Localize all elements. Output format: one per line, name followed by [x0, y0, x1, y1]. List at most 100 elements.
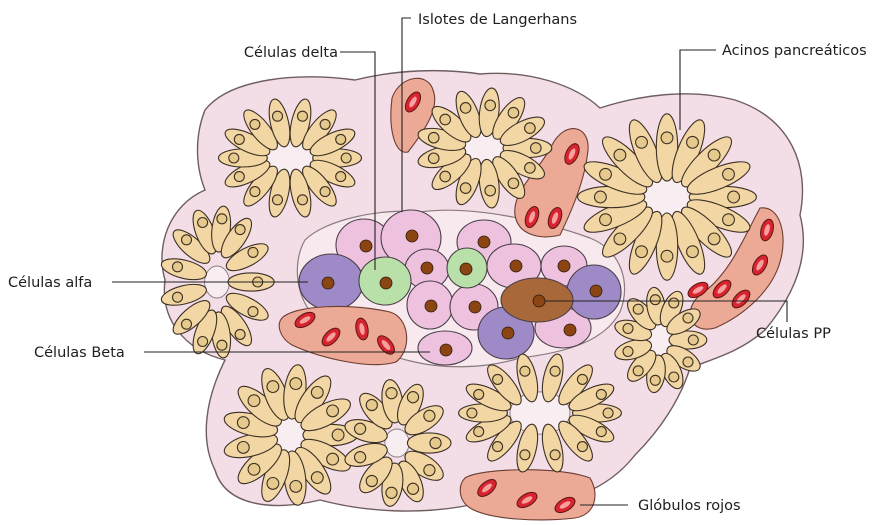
acinar-nucleus: [460, 103, 471, 114]
acinar-nucleus: [336, 134, 346, 144]
acinar-nucleus: [327, 453, 339, 465]
acinar-nucleus: [267, 478, 279, 490]
acinar-nucleus: [723, 214, 735, 226]
acinar-nucleus: [623, 324, 633, 334]
acinar-nucleus: [237, 417, 249, 429]
label-rbc: Glóbulos rojos: [638, 498, 741, 514]
acinar-nucleus: [298, 195, 308, 205]
acinar-nucleus: [661, 132, 673, 144]
acinar-nucleus: [596, 389, 606, 399]
label-delta: Células delta: [244, 45, 338, 61]
acinar-nucleus: [386, 388, 397, 399]
acinar-nucleus: [550, 450, 560, 460]
acinar-nucleus: [290, 481, 302, 493]
acinar-nucleus: [320, 119, 330, 129]
acinar-nucleus: [250, 119, 260, 129]
acinar-nucleus: [273, 195, 283, 205]
acinar-nucleus: [407, 392, 418, 403]
acinar-nucleus: [467, 408, 477, 418]
acinar-nucleus: [355, 423, 366, 434]
acinar-nucleus: [248, 463, 260, 475]
acinar-nucleus: [577, 442, 587, 452]
acinar-nucleus: [298, 111, 308, 121]
acinar-nucleus: [525, 163, 536, 174]
acinar-nucleus: [493, 442, 503, 452]
acinar-nucleus: [440, 114, 451, 125]
acinar-nucleus: [683, 357, 693, 367]
acinar-nucleus: [669, 298, 679, 308]
acinar-nucleus: [460, 183, 471, 194]
acinar-nucleus: [355, 452, 366, 463]
acinar-nucleus: [688, 335, 698, 345]
acinar-nucleus: [424, 465, 435, 476]
acinar-nucleus: [407, 483, 418, 494]
acinar-nucleus: [267, 381, 279, 393]
acinar-nucleus: [217, 340, 227, 350]
acinar-nucleus: [723, 168, 735, 180]
acinar-nucleus: [485, 185, 496, 196]
acinus-lumen: [385, 429, 409, 457]
acinar-cell: [407, 433, 451, 453]
label-alpha: Células alfa: [8, 275, 92, 291]
acinar-nucleus: [234, 172, 244, 182]
pp-cell: [501, 278, 573, 322]
acinar-nucleus: [600, 168, 612, 180]
acinar-nucleus: [595, 191, 607, 203]
acinar-nucleus: [217, 214, 227, 224]
label-acini: Acinos pancreáticos: [722, 43, 867, 59]
acinar-nucleus: [248, 307, 258, 317]
acinar-nucleus: [428, 153, 439, 164]
acinar-nucleus: [440, 171, 451, 182]
acinar-nucleus: [237, 442, 249, 454]
acinar-nucleus: [708, 233, 720, 245]
acinar-nucleus: [577, 374, 587, 384]
acinar-nucleus: [550, 366, 560, 376]
acinar-nucleus: [614, 149, 626, 161]
acinar-nucleus: [341, 153, 351, 163]
acinar-nucleus: [687, 136, 699, 148]
acinar-nucleus: [531, 143, 542, 154]
acinar-nucleus: [229, 153, 239, 163]
acinar-nucleus: [366, 475, 377, 486]
acinar-nucleus: [650, 295, 660, 305]
acinar-nucleus: [493, 374, 503, 384]
acinar-nucleus: [708, 149, 720, 161]
acinar-nucleus: [386, 487, 397, 498]
acinar-nucleus: [424, 410, 435, 421]
acinar-nucleus: [198, 218, 208, 228]
acinar-nucleus: [603, 408, 613, 418]
label-beta: Células Beta: [34, 345, 125, 361]
acinar-nucleus: [250, 187, 260, 197]
acinar-nucleus: [633, 366, 643, 376]
acinar-nucleus: [596, 427, 606, 437]
acinar-nucleus: [474, 427, 484, 437]
acinar-nucleus: [508, 107, 519, 118]
acinar-nucleus: [428, 132, 439, 143]
acinar-nucleus: [687, 246, 699, 258]
acinar-nucleus: [508, 178, 519, 189]
acinar-nucleus: [234, 134, 244, 144]
acinar-nucleus: [661, 250, 673, 262]
acinar-nucleus: [669, 372, 679, 382]
acinar-nucleus: [430, 437, 441, 448]
acinar-nucleus: [474, 389, 484, 399]
acinar-nucleus: [198, 337, 208, 347]
acinar-nucleus: [600, 214, 612, 226]
vessel-bottom: [460, 470, 595, 520]
acinar-nucleus: [520, 450, 530, 460]
acinar-nucleus: [173, 262, 183, 272]
acinar-nucleus: [290, 378, 302, 390]
acinar-nucleus: [728, 191, 740, 203]
acinar-nucleus: [520, 366, 530, 376]
acinar-nucleus: [636, 246, 648, 258]
acinar-nucleus: [366, 399, 377, 410]
acinar-nucleus: [248, 247, 258, 257]
acinar-nucleus: [182, 235, 192, 245]
acinar-nucleus: [311, 472, 323, 484]
acinar-nucleus: [332, 429, 344, 441]
acinar-nucleus: [320, 187, 330, 197]
acinar-nucleus: [633, 304, 643, 314]
acinar-nucleus: [636, 136, 648, 148]
label-pp: Células PP: [756, 326, 831, 342]
